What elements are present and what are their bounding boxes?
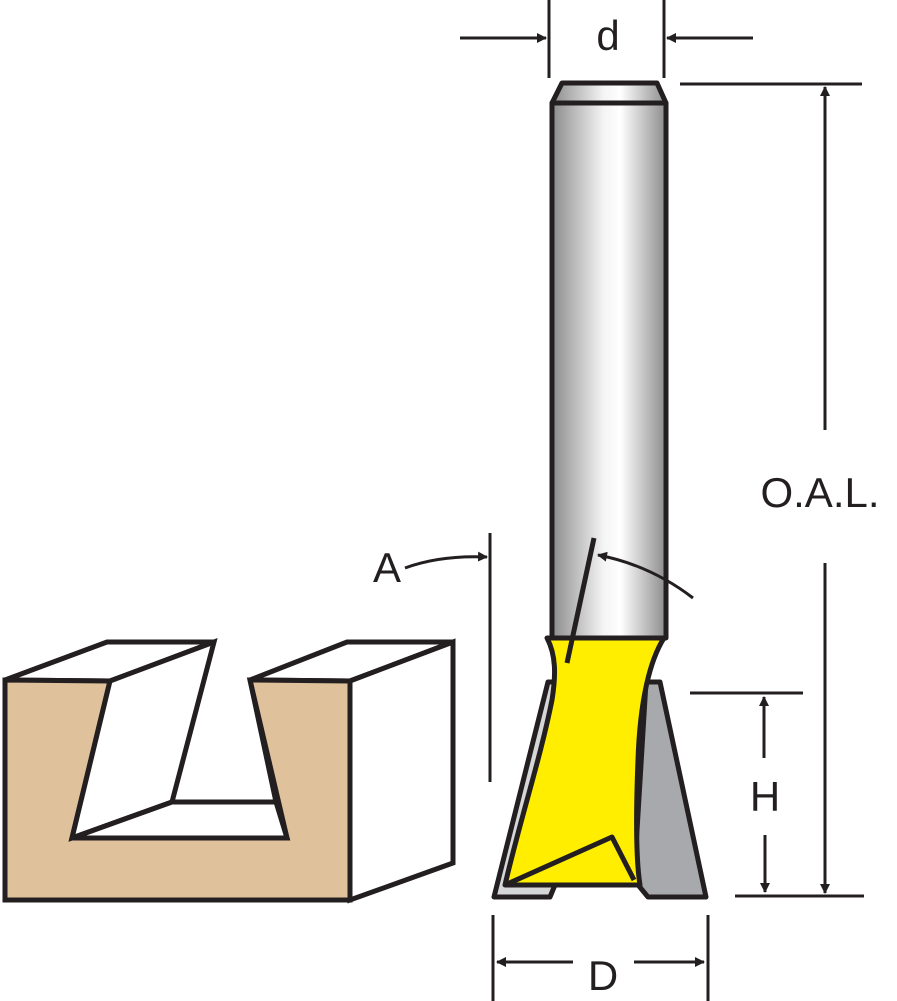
- shank: [549, 100, 669, 641]
- shank-chamfer: [549, 80, 669, 106]
- dimension-D: [491, 915, 710, 1001]
- dimension-oal: [680, 82, 864, 898]
- router-bit: [491, 80, 709, 900]
- flute-body: [502, 635, 667, 888]
- workpiece-block: [2, 637, 456, 904]
- label-oal: O.A.L.: [760, 469, 879, 516]
- dimension-angle: [404, 533, 694, 782]
- carbide-right: [631, 679, 709, 900]
- label-a: A: [373, 544, 401, 591]
- label-h: H: [750, 773, 780, 820]
- label-D: D: [588, 952, 618, 999]
- label-d: d: [596, 12, 619, 59]
- dimension-h: [690, 691, 803, 893]
- dimension-d: [460, 0, 753, 78]
- flute-fold: [503, 834, 637, 888]
- angle-reference-line: [564, 537, 597, 664]
